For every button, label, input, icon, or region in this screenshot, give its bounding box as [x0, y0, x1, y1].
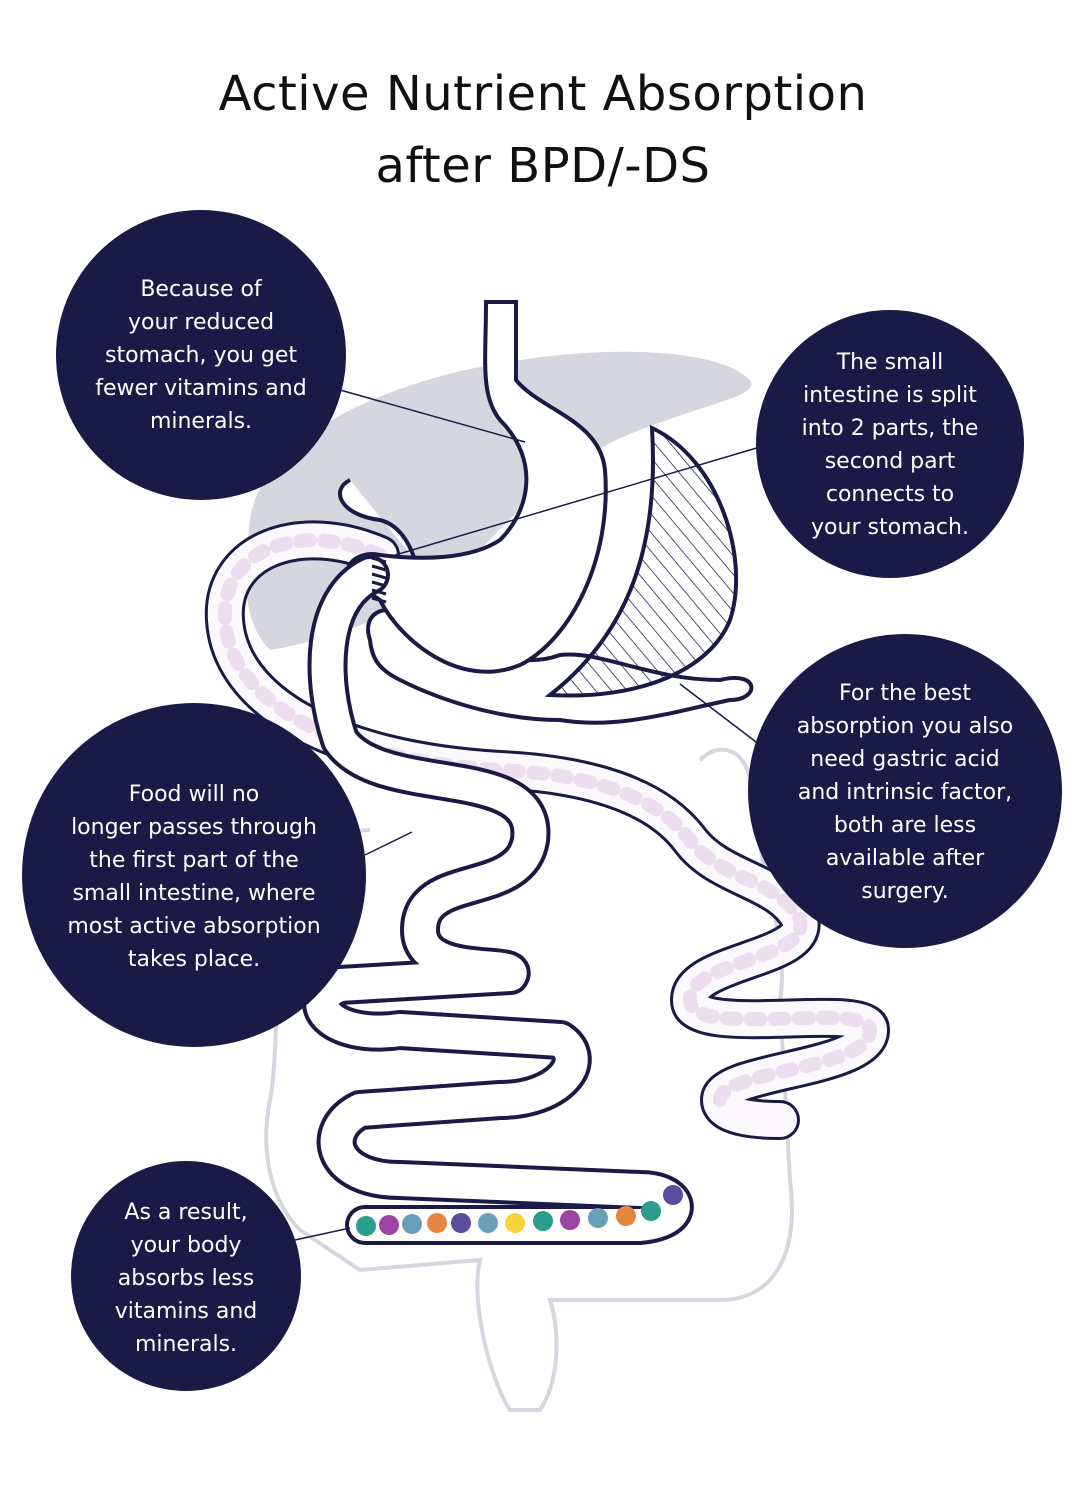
callout-line: minerals. — [135, 1332, 237, 1357]
callout-line: longer passes through — [71, 815, 317, 840]
callout-line: takes place. — [128, 947, 260, 972]
nutrient-dot — [451, 1213, 471, 1233]
nutrient-dot — [616, 1206, 636, 1226]
nutrient-dot — [356, 1216, 376, 1236]
callout-line: vitamins and — [115, 1299, 258, 1324]
callout-line: absorption you also — [797, 714, 1013, 739]
callout-line: Because of — [140, 277, 263, 302]
callout-line: intestine is split — [803, 383, 977, 408]
callout-line: surgery. — [861, 879, 948, 904]
callout-line: your body — [131, 1233, 242, 1258]
gallbladder-shape — [338, 478, 417, 561]
callout-line: minerals. — [150, 409, 252, 434]
callout-line: small intestine, where — [72, 881, 315, 906]
removed-stomach-hatched — [544, 424, 739, 698]
callout-line: The small — [836, 350, 944, 375]
nutrient-dot — [560, 1210, 580, 1230]
callout-text: As a result, your body absorbs less vitamin… — [115, 1200, 258, 1357]
callout-line: need gastric acid — [810, 747, 999, 772]
callout-reduced-stomach: Because of your reduced stomach, you get fe… — [56, 210, 346, 500]
nutrient-dot — [588, 1208, 608, 1228]
callout-line: your stomach. — [811, 515, 969, 540]
callout-line: As a result, — [124, 1200, 247, 1225]
bypassed-intestine — [204, 520, 891, 1140]
nutrient-dot — [641, 1201, 661, 1221]
nutrient-dot — [427, 1213, 447, 1233]
callout-line: stomach, you get — [105, 343, 297, 368]
callout-line: the first part of the — [89, 848, 299, 873]
nutrient-dot — [505, 1213, 525, 1233]
callout-text: Because of your reduced stomach, you get fe… — [95, 277, 306, 434]
nutrient-dot — [379, 1215, 399, 1235]
callout-text: For the best absorption you also need gast… — [797, 681, 1013, 904]
callout-line: For the best — [839, 681, 971, 706]
callout-text: The small intestine is split into 2 parts,… — [802, 350, 979, 540]
nutrient-dots — [356, 1185, 683, 1236]
callout-line: most active absorption — [67, 914, 320, 939]
callout-line: into 2 parts, the — [802, 416, 979, 441]
callout-line: Food will no — [129, 782, 259, 807]
callout-first-part-bypassed: Food will no longer passes through the fir… — [22, 703, 366, 1047]
callout-text: Food will no longer passes through the fir… — [67, 782, 320, 972]
callout-line: absorbs less — [118, 1266, 254, 1291]
callout-line: both are less — [834, 813, 976, 838]
nutrient-dot — [402, 1214, 422, 1234]
callout-line: fewer vitamins and — [95, 376, 306, 401]
small-intestine — [302, 555, 694, 1245]
callout-line: connects to — [826, 482, 954, 507]
callout-line: your reduced — [128, 310, 274, 335]
leader-lines — [294, 389, 761, 1241]
nutrient-dot — [478, 1213, 498, 1233]
nutrient-dot — [663, 1185, 683, 1205]
callout-line: and intrinsic factor, — [798, 780, 1012, 805]
callout-intestine-split: The small intestine is split into 2 parts,… — [756, 310, 1024, 578]
callout-gastric-acid: For the best absorption you also need gast… — [748, 634, 1062, 948]
nutrient-dot — [533, 1211, 553, 1231]
callout-line: available after — [826, 846, 985, 871]
callout-absorbs-less: As a result, your body absorbs less vitamin… — [71, 1161, 301, 1391]
callout-line: second part — [825, 449, 956, 474]
